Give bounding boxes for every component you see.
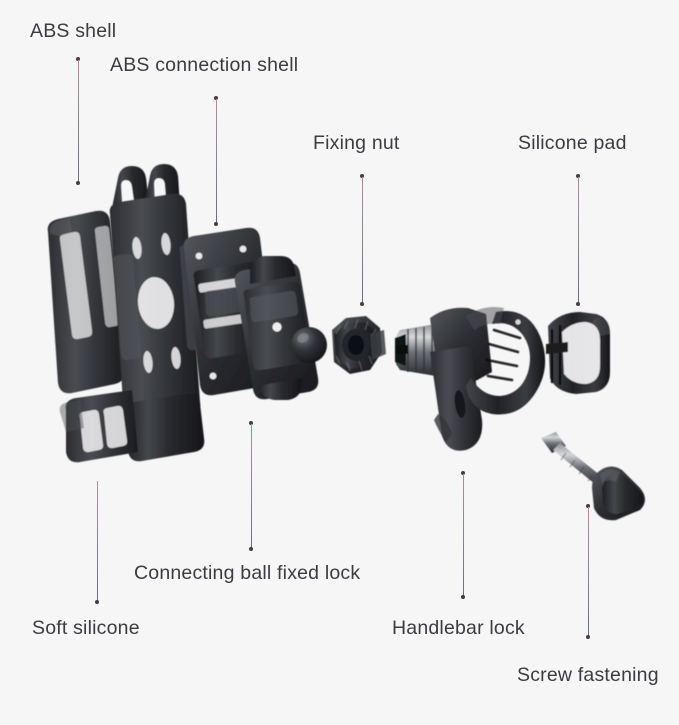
part-connecting-ball-fixed-lock — [234, 256, 327, 400]
label-abs-connection-shell: ABS connection shell — [110, 54, 299, 76]
leader-dot-top — [586, 504, 591, 509]
leader-dot-bottom — [461, 594, 466, 599]
label-abs-shell: ABS shell — [30, 20, 117, 42]
part-screw-fastening — [541, 432, 645, 521]
label-handlebar-lock: Handlebar lock — [392, 617, 525, 639]
leader-stem — [96, 481, 98, 601]
leader-dot-bottom — [249, 546, 254, 551]
leader-dot-bottom — [360, 301, 365, 306]
label-silicone-pad: Silicone pad — [518, 132, 627, 154]
leader-dot-bottom — [95, 599, 100, 604]
label-connecting-ball-fixed-lock: Connecting ball fixed lock — [134, 562, 361, 584]
leader-dot-bottom — [214, 221, 219, 226]
leader-dot-top — [576, 174, 581, 179]
part-handlebar-lock — [395, 307, 546, 451]
leader-dot-bottom — [576, 301, 581, 306]
leader-stem — [250, 424, 252, 548]
leader-stem — [361, 177, 363, 303]
part-abs-shell — [59, 164, 206, 463]
leader-stem — [215, 99, 217, 223]
leader-stem — [587, 507, 589, 636]
leader-dot-bottom — [76, 180, 81, 185]
leader-dot-top — [461, 471, 466, 476]
leader-stem — [462, 474, 464, 596]
leader-dot-top — [214, 96, 219, 101]
label-soft-silicone: Soft silicone — [32, 617, 140, 639]
label-screw-fastening: Screw fastening — [517, 664, 659, 686]
leader-dot-top — [249, 421, 254, 426]
part-silicone-pad — [546, 312, 610, 394]
leader-dot-top — [360, 174, 365, 179]
leader-dot-top — [76, 57, 81, 62]
leader-stem — [77, 60, 79, 182]
leader-stem — [577, 177, 579, 303]
label-fixing-nut: Fixing nut — [313, 132, 400, 154]
leader-dot-bottom — [586, 634, 591, 639]
part-fixing-nut — [332, 316, 386, 374]
part-soft-silicone — [47, 210, 126, 394]
